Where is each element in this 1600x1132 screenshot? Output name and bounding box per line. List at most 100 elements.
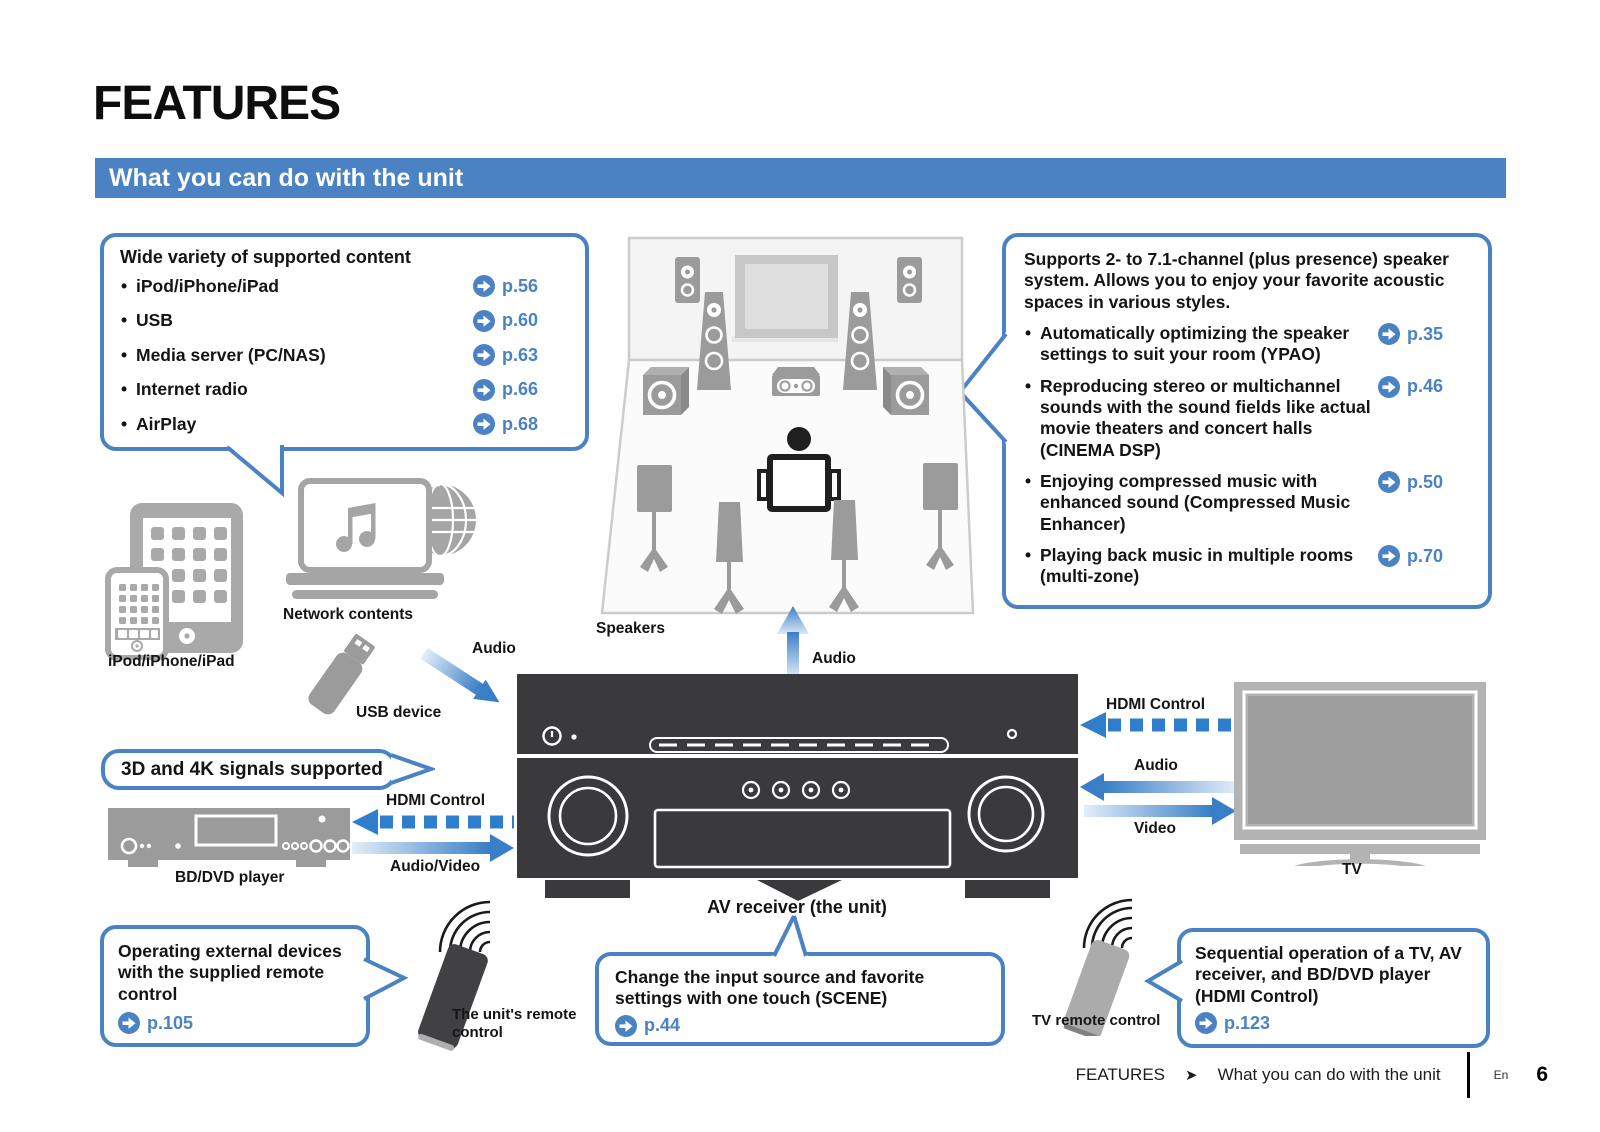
bd-dvd-player-label: BD/DVD player — [175, 869, 285, 886]
footer-section: What you can do with the unit — [1217, 1065, 1441, 1084]
usb-audio-label: Audio — [472, 640, 516, 657]
callout-tail — [390, 753, 435, 785]
page-link[interactable]: p.50 — [1378, 471, 1474, 494]
tv-hdmi-control-label: HDMI Control — [1106, 696, 1206, 713]
callout-external-remote: Operating external devices with the supp… — [100, 925, 370, 1047]
subwoofer-icons — [643, 367, 929, 415]
av-receiver-icon — [517, 674, 1078, 901]
feature-label: Playing back music in multiple rooms (mu… — [1024, 545, 1378, 588]
footer-divider — [1466, 1052, 1470, 1098]
arrow-circle-icon — [1195, 1012, 1217, 1035]
arrow-circle-icon — [615, 1014, 637, 1037]
page-link[interactable]: p.70 — [1378, 545, 1474, 568]
network-contents-icon — [286, 478, 476, 599]
list-item: iPod/iPhone/iPad p.56 — [120, 269, 569, 304]
page-link[interactable]: p.60 — [473, 309, 569, 332]
bd-hdmi-control-label: HDMI Control — [386, 792, 486, 809]
callout-scene: Change the input source and favorite set… — [595, 952, 1005, 1046]
page-link[interactable]: p.44 — [615, 1014, 681, 1037]
unit-remote-label: The unit's remote control — [452, 1006, 577, 1041]
footer-arrow-icon: ➤ — [1185, 1067, 1198, 1084]
page-link[interactable]: p.35 — [1378, 323, 1474, 346]
page-footer: FEATURES ➤ What you can do with the unit… — [1076, 1052, 1548, 1098]
page-title: FEATURES — [93, 77, 341, 130]
bd-audio-video-label: Audio/Video — [390, 858, 481, 875]
page-link-text: p.66 — [502, 379, 539, 400]
front-speakers-icon — [697, 292, 877, 390]
page-link[interactable]: p.63 — [473, 344, 569, 367]
callout-supported-content: Wide variety of supported content iPod/i… — [100, 233, 589, 451]
callout-tail — [772, 915, 808, 957]
speakers-label: Speakers — [596, 620, 665, 637]
page-link[interactable]: p.56 — [473, 275, 569, 298]
page-link[interactable]: p.66 — [473, 378, 569, 401]
arrow-circle-icon — [1378, 545, 1400, 568]
scene-title: Change the input source and favorite set… — [615, 967, 925, 1009]
feature-label: Reproducing stereo or multichannel sound… — [1024, 376, 1378, 461]
tv-remote-icon — [1063, 898, 1133, 1036]
callout-tail — [363, 957, 408, 1001]
callout-speaker-system: Supports 2- to 7.1-channel (plus presenc… — [1002, 233, 1492, 609]
tv-audio-arrow — [1080, 773, 1238, 801]
callout-tail — [1144, 959, 1184, 1003]
tv-icon — [1234, 682, 1486, 866]
callout-3d4k: 3D and 4K signals supported — [101, 749, 397, 790]
list-item: Reproducing stereo or multichannel sound… — [1024, 375, 1474, 461]
page-link-text: p.56 — [502, 275, 539, 296]
arrow-circle-icon — [473, 413, 495, 436]
presence-speakers-icon — [675, 257, 922, 303]
content-item-label: AirPlay — [120, 414, 473, 435]
page-link-text: p.123 — [1224, 1012, 1271, 1033]
callout-hdmi-sequential: Sequential operation of a TV, AV receive… — [1177, 928, 1490, 1048]
arrow-circle-icon — [1378, 375, 1400, 398]
section-heading: What you can do with the unit — [95, 158, 1506, 198]
network-contents-label: Network contents — [283, 606, 414, 623]
ipod-label: iPod/iPhone/iPad — [108, 653, 235, 670]
page-link[interactable]: p.46 — [1378, 375, 1474, 398]
content-item-label: iPod/iPhone/iPad — [120, 276, 473, 297]
speakers-audio-label: Audio — [812, 650, 856, 667]
usb-audio-arrow — [420, 647, 500, 703]
arrow-circle-icon — [1378, 471, 1400, 494]
arrow-circle-icon — [473, 309, 495, 332]
tv-video-arrow — [1084, 797, 1236, 825]
content-item-label: USB — [120, 310, 473, 331]
callout-3d4k-title: 3D and 4K signals supported — [121, 759, 383, 780]
external-remote-title: Operating external devices with the supp… — [118, 941, 342, 1004]
bd-dvd-player-icon — [108, 808, 350, 867]
footer-language: En — [1493, 1068, 1509, 1082]
list-item: Media server (PC/NAS) p.63 — [120, 338, 569, 373]
page-link-text: p.50 — [1407, 471, 1444, 492]
list-item: Automatically optimizing the speaker set… — [1024, 323, 1474, 366]
arrow-circle-icon — [118, 1012, 140, 1035]
music-note-icon — [336, 503, 376, 552]
list-item: Internet radio p.66 — [120, 372, 569, 407]
footer-page-number: 6 — [1536, 1063, 1548, 1086]
ipod-iphone-ipad-icon — [105, 503, 243, 660]
room-tv-icon — [732, 255, 838, 342]
surround-speakers-icon — [637, 463, 958, 572]
tv-video-label: Video — [1134, 820, 1176, 837]
page-link-text: p.44 — [644, 1015, 681, 1036]
unit-remote-icon — [418, 900, 491, 1051]
tv-remote-label: TV remote control — [1032, 1012, 1161, 1029]
listener-icon — [757, 427, 841, 512]
speaker-room-diagram — [600, 236, 975, 615]
arrow-circle-icon — [473, 344, 495, 367]
audio-up-arrow — [777, 606, 809, 676]
arrow-circle-icon — [1378, 323, 1400, 346]
page-link-text: p.105 — [147, 1012, 194, 1033]
content-item-label: Media server (PC/NAS) — [120, 345, 473, 366]
hdmi-control-dashed-arrow — [1080, 712, 1238, 738]
page-link[interactable]: p.105 — [118, 1012, 194, 1035]
content-item-label: Internet radio — [120, 379, 473, 400]
arrow-circle-icon — [473, 275, 495, 298]
feature-label: Enjoying compressed music with enhanced … — [1024, 471, 1378, 535]
page-link-text: p.70 — [1407, 545, 1444, 566]
page-link[interactable]: p.68 — [473, 413, 569, 436]
list-item: Enjoying compressed music with enhanced … — [1024, 471, 1474, 535]
surround-back-speakers-icon — [714, 500, 859, 614]
page-link[interactable]: p.123 — [1195, 1012, 1271, 1035]
callout-tail — [226, 445, 284, 498]
